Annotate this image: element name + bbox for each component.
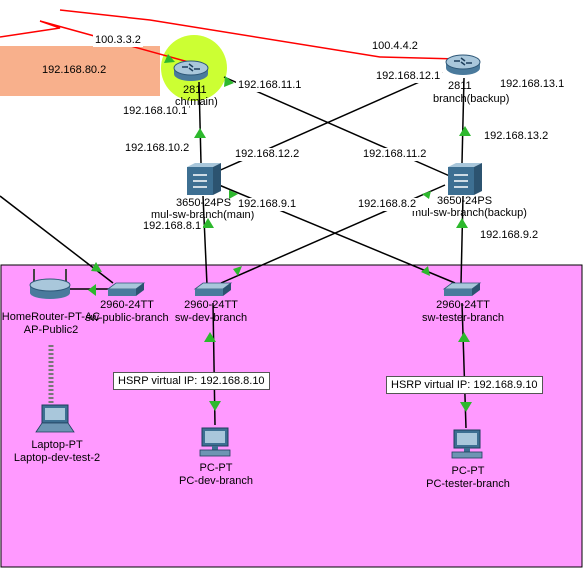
link-up-arrow	[233, 266, 242, 276]
ip-label-ml-main-10-2: 192.168.10.2	[123, 142, 192, 155]
switch-tester-name: sw-tester-branch	[422, 312, 504, 324]
link-rmain-mlmain	[198, 81, 202, 164]
link-up-arrow	[202, 218, 214, 228]
ip-label-router-main-10-1: 192.168.10.1	[121, 105, 190, 118]
ip-label-ml-main-8-1: 192.168.8.1	[141, 220, 204, 233]
external-band	[0, 46, 160, 96]
pc-dev-name: PC-dev-branch	[179, 475, 253, 487]
ml-backup-type: 3650-24PS	[437, 195, 493, 207]
home-router-icon	[29, 269, 71, 299]
link-up-arrow	[460, 402, 472, 412]
pc-dev-icon	[199, 427, 231, 457]
router-main-icon	[173, 60, 209, 81]
wan-link-backup	[59, 9, 459, 60]
branch-zone	[0, 264, 583, 568]
link-up-arrow	[91, 262, 102, 272]
ip-label-ml-backup-9-2: 192.168.9.2	[478, 229, 541, 242]
home-router-label: HomeRouter-PT-AC AP-Public2	[2, 311, 100, 337]
laptop-name: Laptop-dev-test-2	[13, 452, 101, 464]
pc-tester-label: PC-PT PC-tester-branch	[426, 465, 510, 491]
home-router-type: HomeRouter-PT-AC	[1, 311, 101, 323]
switch-dev-name: sw-dev-branch	[174, 312, 248, 324]
pc-dev-type: PC-PT	[199, 462, 233, 474]
link-up-arrow	[422, 191, 431, 199]
ip-label-wan-main: 100.3.3.2	[93, 34, 143, 47]
link-up-arrow	[164, 54, 175, 63]
router-main-type: 2811	[183, 84, 207, 96]
link-rmain-mlbackup	[223, 76, 453, 178]
switch-dev-icon	[193, 282, 233, 296]
ip-label-router-backup-13-1: 192.168.13.1	[498, 78, 567, 91]
ip-label-ml-main-9-1: 192.168.9.1	[236, 198, 299, 211]
ml-backup-name: mul-sw-branch(backup)	[412, 207, 527, 219]
ip-label-ml-backup-13-2: 192.168.13.2	[482, 130, 551, 143]
ip-label-ml-main-12-2: 192.168.12.2	[233, 148, 302, 161]
pc-tester-name: PC-tester-branch	[426, 478, 510, 490]
multilayer-switch-backup-icon	[448, 163, 482, 195]
link-up-arrow	[229, 190, 238, 199]
pc-tester-type: PC-PT	[451, 465, 485, 477]
ip-label-external: 192.168.80.2	[42, 64, 107, 76]
link-up-arrow	[459, 126, 471, 136]
hsrp-dev-label: HSRP virtual IP: 192.168.8.10	[113, 372, 270, 390]
pc-dev-label: PC-PT PC-dev-branch	[179, 462, 253, 488]
switch-public-name: sw-public-branch	[85, 312, 169, 324]
hsrp-tester-label: HSRP virtual IP: 192.168.9.10	[386, 376, 543, 394]
link-up-arrow	[458, 332, 470, 342]
pc-tester-icon	[451, 429, 483, 459]
router-backup-name: branch(backup)	[433, 93, 510, 105]
ml-main-name: mul-sw-branch(main)	[151, 209, 255, 221]
router-backup-type: 2811	[448, 80, 472, 92]
multilayer-switch-main-icon	[187, 163, 221, 195]
link-up-arrow	[456, 218, 468, 228]
ml-main-type: 3650-24PS	[176, 197, 232, 209]
switch-tester-type: 2960-24TT	[436, 299, 490, 311]
switch-tester-label: 2960-24TT sw-tester-branch	[422, 299, 504, 325]
link-up-arrow	[224, 76, 234, 87]
laptop-icon	[35, 404, 75, 433]
link-up-arrow	[194, 128, 206, 138]
laptop-type: Laptop-PT	[31, 439, 83, 451]
laptop-label: Laptop-PT Laptop-dev-test-2	[14, 439, 100, 465]
home-router-name: AP-Public2	[23, 324, 79, 336]
link-up-arrow	[88, 284, 96, 296]
link-up-arrow	[204, 332, 216, 342]
link-up-arrow	[421, 266, 430, 276]
ip-label-ml-backup-8-2: 192.168.8.2	[356, 198, 419, 211]
switch-dev-type: 2960-24TT	[184, 299, 238, 311]
link-rbackup-mlbackup	[461, 77, 465, 164]
ip-label-router-backup-12-1: 192.168.12.1	[374, 70, 443, 83]
switch-public-type: 2960-24TT	[100, 299, 154, 311]
ip-label-router-main-11-1: 192.168.11.1	[236, 79, 304, 92]
link-mlmain-swdev	[202, 195, 208, 286]
link-mlbackup-swtester	[460, 195, 464, 285]
router-backup-icon	[445, 54, 481, 75]
link-up-arrow	[209, 401, 221, 411]
ip-label-ml-backup-11-2: 192.168.11.2	[361, 148, 429, 161]
switch-public-label: 2960-24TT sw-public-branch	[85, 299, 168, 325]
switch-dev-label: 2960-24TT sw-dev-branch	[175, 299, 247, 325]
ip-label-wan-backup: 100.4.4.2	[370, 40, 420, 53]
switch-public-icon	[106, 282, 146, 296]
switch-tester-icon	[442, 282, 482, 296]
